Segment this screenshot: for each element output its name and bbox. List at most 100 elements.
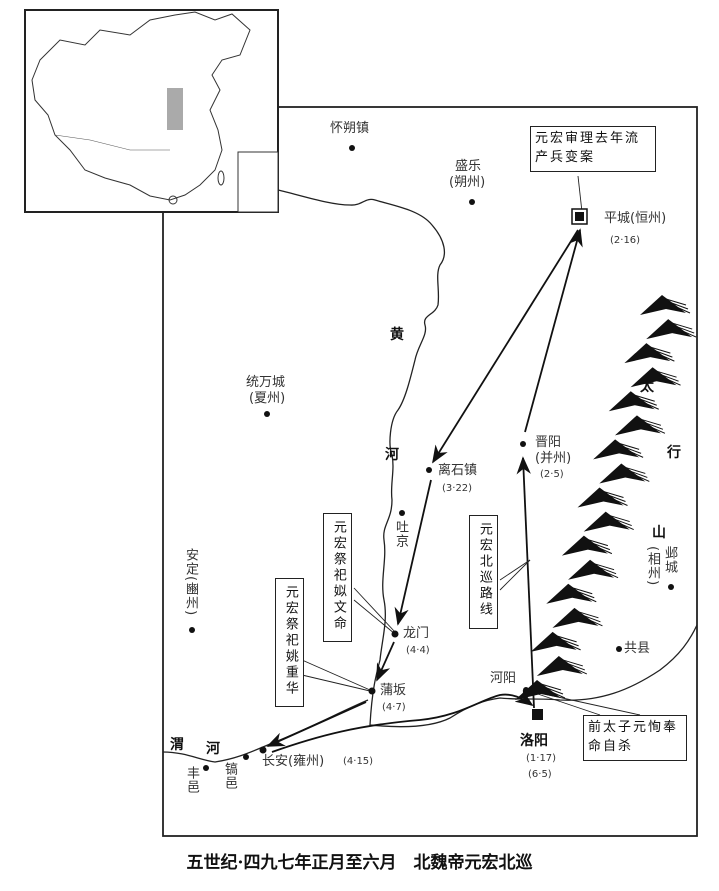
mountain-hatch — [634, 394, 655, 402]
mountain-hatch — [584, 617, 603, 627]
mountain-hatch — [621, 445, 642, 454]
mountain-label-1: 太 — [640, 379, 654, 395]
mountain-hatch — [603, 491, 624, 498]
mountain-peak — [608, 391, 655, 412]
mountain-label-2: 行 — [667, 445, 681, 461]
mountain-hatch — [650, 346, 671, 354]
label-yecheng-sub: (相州) — [645, 546, 660, 587]
label-lishi: 离石镇 — [438, 463, 478, 478]
callout-route: 元宏北巡路线 — [469, 515, 498, 629]
date-lishi: (3·22) — [442, 483, 473, 494]
mountain-hatch — [572, 587, 593, 595]
label-gongxian: 共县 — [624, 641, 651, 656]
yellow-river — [277, 189, 698, 728]
mountain-hatch — [668, 301, 689, 310]
mountain-hatch — [559, 638, 579, 647]
map-frame — [162, 106, 698, 837]
mountain-hatch — [581, 614, 601, 623]
mountain-hatch — [562, 659, 583, 667]
river-label-huang-1: 黄 — [390, 327, 404, 343]
river-label-wei-1: 渭 — [170, 737, 184, 753]
luoyang-capital-marker — [532, 709, 543, 720]
mountain-hatch — [543, 686, 564, 695]
mountain-hatch — [671, 304, 691, 314]
mountain-hatch — [628, 469, 648, 478]
mountain-hatch — [546, 689, 566, 699]
label-yecheng: 邺城 — [662, 546, 677, 574]
map-caption: 五世纪·四九七年正月至六月 北魏帝元宏北巡 — [186, 853, 533, 873]
mountain-hatch — [587, 539, 609, 547]
inset-china-map — [24, 9, 279, 213]
mountain-peak — [593, 439, 640, 460]
date-pingcheng: (2·16) — [610, 235, 641, 246]
mountain-peak — [624, 343, 671, 364]
mountain-hatch — [593, 545, 613, 555]
mountain-peak — [568, 559, 615, 580]
mountain-hatch — [590, 542, 611, 551]
label-jinyang: 晋阳 — [535, 435, 562, 450]
label-pingcheng: 平城(恒州) — [604, 211, 667, 226]
label-tujing: 吐京 — [393, 520, 408, 548]
date-luoyang-1: (1·17) — [526, 753, 557, 764]
mountain-peak — [630, 367, 677, 388]
mountain-hatch — [596, 566, 617, 575]
mountain-peak — [546, 583, 593, 604]
label-changan: 长安(雍州) — [262, 754, 325, 769]
label-huaishuo: 怀朔镇 — [330, 121, 370, 136]
mountain-hatch — [578, 611, 599, 619]
mountain-peak — [536, 655, 583, 676]
mountain-hatch — [631, 472, 650, 482]
mountain-hatch — [606, 494, 626, 502]
mountain-peak — [614, 415, 661, 436]
label-haoyi: 镐邑 — [222, 762, 237, 790]
callout-pingcheng-case: 元宏审理去年流产兵变案 — [530, 126, 656, 172]
mountain-hatch — [625, 466, 646, 474]
label-luoyang: 洛阳 — [520, 733, 548, 749]
mountain-hatch — [599, 569, 619, 579]
label-puban: 蒲坂 — [380, 683, 407, 698]
mountain-hatch — [578, 593, 597, 603]
mountain-peak — [599, 463, 646, 484]
taihang-mountains — [515, 295, 697, 700]
mountain-hatch — [562, 641, 581, 651]
label-shengle-sub: (朔州) — [449, 175, 486, 190]
mountain-hatch — [556, 635, 577, 643]
mountain-hatch — [575, 590, 595, 599]
mountain-peak — [530, 631, 577, 652]
mountain-hatch — [565, 662, 585, 671]
mountain-hatch — [640, 400, 659, 410]
mountain-peak — [646, 319, 693, 340]
city-dots — [189, 145, 674, 771]
mountain-hatch — [672, 322, 693, 330]
date-jinyang: (2·5) — [540, 469, 564, 480]
mountain-hatch — [609, 497, 628, 506]
mountain-hatch — [624, 448, 644, 458]
date-luoyang-2: (6·5) — [528, 769, 552, 780]
mountain-hatch — [656, 352, 675, 362]
mountain-hatch — [665, 298, 687, 306]
mountain-peak — [552, 607, 599, 628]
mountain-hatch — [593, 563, 615, 571]
mountain-hatch — [659, 373, 679, 382]
mountain-hatch — [568, 665, 588, 675]
mountain-hatch — [656, 370, 677, 378]
mountain-hatch — [640, 418, 662, 426]
river-label-wei-2: 河 — [206, 741, 220, 757]
mountain-hatch — [615, 521, 634, 531]
wei-river — [162, 699, 369, 763]
label-jinyang-sub: (并州) — [535, 451, 572, 466]
mountain-hatch — [609, 515, 630, 523]
callout-leaders — [301, 175, 641, 716]
callout-si-wenming: 元宏祭祀姒文命 — [323, 513, 352, 642]
label-heyang: 河阳 — [490, 671, 517, 686]
label-tongwan-sub: (夏州) — [249, 391, 286, 406]
mountain-hatch — [653, 349, 673, 358]
route-lines — [266, 228, 583, 753]
label-tongwan: 统万城 — [246, 375, 286, 390]
mountain-hatch — [675, 325, 695, 334]
label-shengle: 盛乐 — [455, 159, 482, 174]
mountain-hatch — [618, 442, 640, 450]
mountain-hatch — [643, 421, 664, 430]
date-changan: (4·15) — [343, 756, 374, 767]
